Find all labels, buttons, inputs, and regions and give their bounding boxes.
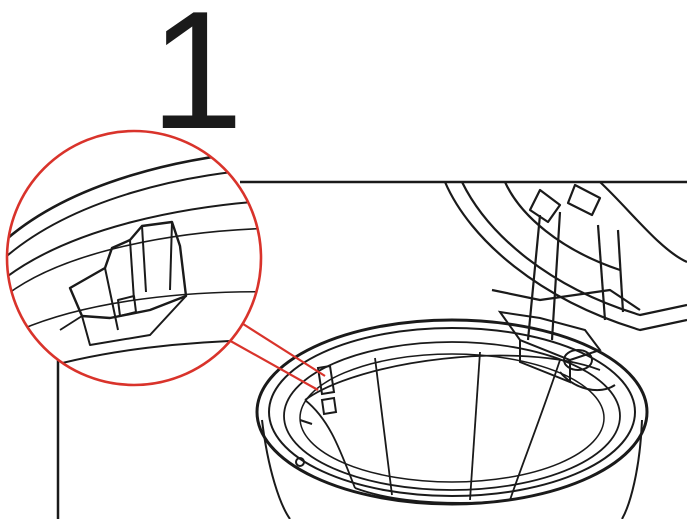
inner-basket: [304, 351, 601, 504]
container-body: [261, 419, 643, 519]
illustration-frame: [56, 180, 687, 519]
hinged-lid: [443, 181, 687, 341]
latch: [295, 364, 338, 467]
callout-leader-lines: [217, 321, 326, 391]
magnifier-callout: [5, 129, 263, 387]
container-rim: [255, 318, 649, 506]
step-number: 1: [150, 0, 244, 164]
